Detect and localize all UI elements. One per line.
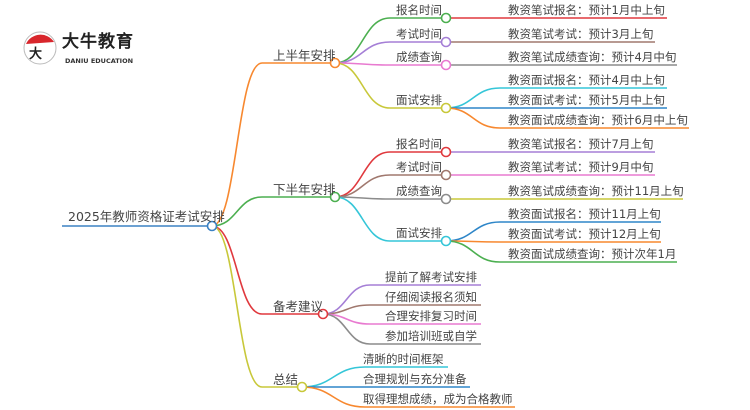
sub-branch-toggle[interactable]: [440, 169, 452, 181]
sub-branch-line: [334, 17, 446, 64]
sub-branch-toggle[interactable]: [440, 36, 452, 48]
leaf-node[interactable]: 合理规划与充分准备: [363, 372, 467, 386]
leaf-node[interactable]: 教资笔试成绩查询：预计4月中旬: [508, 50, 677, 64]
logo-subtitle: DANIU EDUCATION: [65, 57, 134, 65]
leaf-node[interactable]: 教资笔试报名：预计1月中上旬: [508, 3, 665, 17]
logo: 大 大牛教育 DANIU EDUCATION: [22, 28, 142, 72]
logo-mark-icon: 大: [23, 31, 57, 65]
leaf-node[interactable]: 教资面试考试：预计5月中上旬: [508, 93, 665, 107]
leaf-node[interactable]: 清晰的时间框架: [363, 352, 444, 366]
branch-toggle[interactable]: [329, 191, 341, 203]
branch-line-1: [211, 196, 335, 227]
branch-line-0: [211, 62, 335, 227]
sub-branch-line: [334, 196, 446, 242]
sub-branch-node[interactable]: 面试安排: [396, 93, 442, 107]
branch-toggle[interactable]: [317, 308, 329, 320]
branch-node-0[interactable]: 上半年安排: [273, 48, 336, 63]
sub-branch-toggle[interactable]: [440, 193, 452, 205]
leaf-node[interactable]: 提前了解考试安排: [385, 270, 477, 284]
sub-branch-toggle[interactable]: [440, 12, 452, 24]
sub-branch-toggle[interactable]: [440, 146, 452, 158]
leaf-line: [445, 240, 677, 263]
sub-branch-node[interactable]: 报名时间: [396, 3, 442, 17]
sub-branch-node[interactable]: 面试安排: [396, 226, 442, 240]
branch-line-2: [211, 225, 323, 315]
branch-toggle[interactable]: [296, 381, 308, 393]
sub-branch-line: [334, 62, 446, 66]
branch-toggle[interactable]: [329, 57, 341, 69]
leaf-line: [301, 386, 515, 408]
sub-branch-node[interactable]: 成绩查询: [396, 184, 442, 198]
sub-branch-line: [334, 151, 446, 198]
leaf-node[interactable]: 教资面试报名：预计11月上旬: [508, 207, 661, 221]
logo-name: 大牛教育: [62, 32, 134, 52]
leaf-node[interactable]: 合理安排复习时间: [385, 309, 477, 323]
svg-text:大: 大: [29, 46, 42, 62]
root-toggle[interactable]: [206, 220, 218, 232]
leaf-node[interactable]: 教资面试成绩查询：预计次年1月: [508, 247, 677, 261]
branch-node-3[interactable]: 总结: [273, 372, 299, 387]
leaf-node[interactable]: 参加培训班或自学: [385, 329, 477, 343]
leaf-node[interactable]: 教资面试报名：预计4月中上旬: [508, 73, 665, 87]
sub-branch-node[interactable]: 考试时间: [396, 160, 442, 174]
leaf-node[interactable]: 教资面试考试：预计12月上旬: [508, 227, 661, 241]
root-node[interactable]: 2025年教师资格证考试安排: [68, 209, 225, 224]
sub-branch-line: [334, 196, 446, 200]
leaf-line: [445, 240, 661, 243]
sub-branch-toggle[interactable]: [440, 102, 452, 114]
sub-branch-node[interactable]: 报名时间: [396, 137, 442, 151]
sub-branch-toggle[interactable]: [440, 59, 452, 71]
leaf-line: [445, 107, 689, 129]
leaf-node[interactable]: 教资笔试成绩查询：预计11月上旬: [508, 184, 684, 198]
leaf-node[interactable]: 取得理想成绩，成为合格教师: [363, 392, 513, 406]
branch-node-2[interactable]: 备考建议: [273, 299, 324, 314]
leaf-node[interactable]: 教资笔试考试：预计3月上旬: [508, 27, 654, 41]
leaf-node[interactable]: 教资笔试考试：预计9月中旬: [508, 160, 654, 174]
sub-branch-toggle[interactable]: [440, 235, 452, 247]
branch-node-1[interactable]: 下半年安排: [273, 182, 336, 197]
leaf-node[interactable]: 教资笔试报名：预计7月上旬: [508, 137, 654, 151]
sub-branch-line: [334, 41, 446, 64]
leaf-node[interactable]: 教资面试成绩查询：预计6月中上旬: [508, 113, 688, 127]
sub-branch-node[interactable]: 考试时间: [396, 27, 442, 41]
leaf-line: [322, 313, 481, 345]
branch-line-3: [211, 225, 302, 388]
leaf-line: [301, 366, 448, 388]
sub-branch-line: [334, 62, 446, 109]
sub-branch-node[interactable]: 成绩查询: [396, 50, 442, 64]
leaf-node[interactable]: 仔细阅读报名须知: [385, 290, 477, 304]
sub-branch-line: [334, 174, 446, 198]
